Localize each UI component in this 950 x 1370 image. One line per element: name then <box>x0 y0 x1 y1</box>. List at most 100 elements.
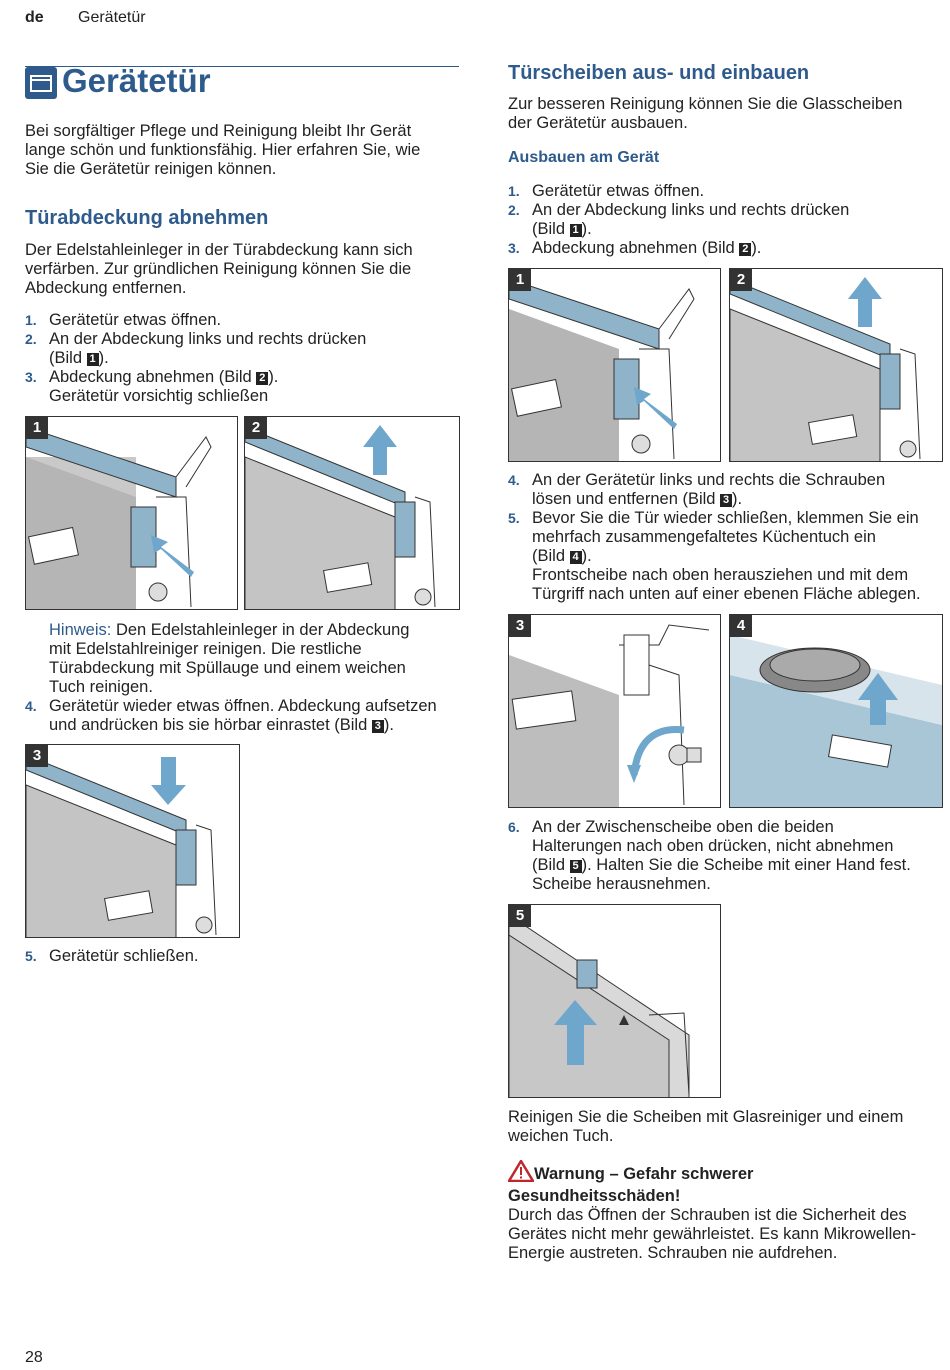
section-intro: Der Edelstahleinleger in der Türabdeckun… <box>25 241 413 298</box>
figure-label: 5 <box>509 905 531 927</box>
figure-label: 1 <box>509 269 531 291</box>
step-number: 1. <box>25 312 37 328</box>
section-title: Türabdeckung abnehmen <box>25 207 269 229</box>
illustration-remove-cover <box>730 277 921 461</box>
figure-2-left: 2 <box>244 416 460 610</box>
step-text: An der Zwischenscheibe oben die beiden <box>532 818 834 836</box>
illustration-press-cover <box>509 278 695 461</box>
step-text: ). <box>732 490 743 508</box>
step-text: Gerätetür wieder etwas öffnen. Abdeckung… <box>49 697 437 715</box>
figure-ref: 3 <box>371 720 384 733</box>
figure-5-right: 5 <box>508 904 721 1098</box>
warning-block: Warnung – Gefahr schwerer Gesundheitssch… <box>506 1158 948 1263</box>
step-text-cont: mehrfach zusammengefaltetes Küchentuch e… <box>532 528 876 546</box>
figure-label: 1 <box>26 417 48 439</box>
step-number: 4. <box>25 698 37 714</box>
step-number: 3. <box>508 240 520 256</box>
right-subtitle: Ausbauen am Gerät <box>508 149 660 166</box>
step-text-cont: Gerätetür vorsichtig schließen <box>49 387 269 405</box>
figure-1-left: 1 <box>25 416 238 610</box>
right-steps-list: 1. Gerätetür etwas öffnen. 2. An der Abd… <box>508 182 948 258</box>
figure-label: 3 <box>509 615 531 637</box>
cleaning-line: Reinigen Sie die Scheiben mit Glasreinig… <box>508 1108 904 1126</box>
step-number: 3. <box>25 369 37 385</box>
step-text: An der Abdeckung links und rechts drücke… <box>49 330 367 348</box>
figure-ref: 2 <box>739 243 752 256</box>
list-item: 1. Gerätetür etwas öffnen. <box>25 311 465 330</box>
list-item: 4. Gerätetür wieder etwas öffnen. Abdeck… <box>25 697 465 735</box>
list-item: 2. An der Abdeckung links und rechts drü… <box>508 201 948 239</box>
note-line: mit Edelstahlreiniger reinigen. Die rest… <box>49 640 362 658</box>
right-intro-line: der Gerätetür ausbauen. <box>508 114 688 132</box>
figure-ref: 1 <box>569 224 582 237</box>
warning-line: Gerätes nicht mehr gewährleistet. Es kan… <box>508 1225 917 1243</box>
illustration-intermediate-pane <box>509 914 690 1097</box>
cleaning-line: weichen Tuch. <box>508 1127 614 1145</box>
steps-list: 1. Gerätetür etwas öffnen. 2. An der Abd… <box>25 311 465 406</box>
step-number: 5. <box>25 948 37 964</box>
step-text: (Bild <box>49 349 87 367</box>
step-text-cont: Türgriff nach unten auf einer ebenen Flä… <box>532 585 921 603</box>
intro-paragraph: Bei sorgfältiger Pflege und Reinigung bl… <box>25 122 420 179</box>
figure-label: 4 <box>730 615 752 637</box>
step-text: Abdeckung abnehmen (Bild 2). <box>532 239 761 258</box>
note-line: Hinweis: Den Edelstahleinleger in der Ab… <box>49 621 469 640</box>
step-text: ). <box>98 349 109 367</box>
list-item: 1. Gerätetür etwas öffnen. <box>508 182 948 201</box>
step-text: (Bild <box>532 220 570 238</box>
list-item: 5. Bevor Sie die Tür wieder schließen, k… <box>508 509 948 604</box>
step-text: (Bild <box>532 856 570 874</box>
note-label: Hinweis: <box>49 621 112 639</box>
step-number: 2. <box>508 202 520 218</box>
step-text: An der Abdeckung links und rechts drücke… <box>532 201 850 219</box>
figure-label: 2 <box>730 269 752 291</box>
step-text-cont: Frontscheibe nach oben herausziehen und … <box>532 566 909 584</box>
note-line: Türabdeckung mit Spüllauge und einem wei… <box>49 659 406 677</box>
figure-ref: 3 <box>720 494 733 507</box>
section-intro-line: verfärben. Zur gründlichen Reinigung kön… <box>25 260 412 278</box>
warning-line: Energie austreten. Schrauben nie aufdreh… <box>508 1244 838 1262</box>
running-header-title: Gerätetür <box>78 9 146 26</box>
figure-2-right: 2 <box>729 268 943 462</box>
step-text: Gerätetür etwas öffnen. <box>532 182 705 200</box>
figure-label: 3 <box>26 745 48 767</box>
step-text: Abdeckung abnehmen (Bild <box>532 239 740 257</box>
section-intro-line: Abdeckung entfernen. <box>25 279 187 297</box>
warning-text: Durch das Öffnen der Schrauben ist die S… <box>508 1206 948 1263</box>
step-number: 5. <box>508 510 520 526</box>
figure-ref: 2 <box>256 372 269 385</box>
step-text: (Bild <box>532 547 570 565</box>
step-text-cont: (Bild 4). <box>532 547 592 566</box>
right-section-title: Türscheiben aus- und einbauen <box>508 62 810 84</box>
language-code: de <box>25 9 44 26</box>
figure-label: 2 <box>245 417 267 439</box>
note-text: Den Edelstahleinleger in der Abdeckung <box>111 621 410 639</box>
illustration-remove-cover <box>245 425 436 609</box>
warning-icon <box>506 1158 536 1187</box>
step-text: ). <box>751 239 762 257</box>
illustration-attach-cover <box>26 754 217 937</box>
step-text: und andrücken bis sie hörbar einrastet (… <box>49 716 372 734</box>
cleaning-paragraph: Reinigen Sie die Scheiben mit Glasreinig… <box>508 1108 903 1146</box>
section-intro-line: Der Edelstahleinleger in der Türabdeckun… <box>25 241 413 259</box>
step-text: Gerätetür etwas öffnen. <box>49 311 222 329</box>
list-item: 2. An der Abdeckung links und rechts drü… <box>25 330 465 368</box>
list-item: 4. An der Gerätetür links und rechts die… <box>508 471 948 509</box>
step-text: ). <box>581 547 592 565</box>
illustration-pull-front-glass <box>730 635 942 807</box>
step-number: 1. <box>508 183 520 199</box>
door-icon <box>25 67 57 99</box>
figure-1-right: 1 <box>508 268 721 462</box>
step-text-cont: lösen und entfernen (Bild 3). <box>532 490 742 509</box>
step-number: 2. <box>25 331 37 347</box>
step-text: An der Gerätetür links und rechts die Sc… <box>532 471 886 489</box>
figure-4-right: 4 <box>729 614 943 808</box>
step-text-cont: und andrücken bis sie hörbar einrastet (… <box>49 716 394 735</box>
warning-title: Warnung – Gefahr schwerer <box>506 1158 948 1187</box>
intro-line: Bei sorgfältiger Pflege und Reinigung bl… <box>25 122 412 140</box>
list-item: 3. Abdeckung abnehmen (Bild 2). Gerätetü… <box>25 368 465 406</box>
title-rule <box>25 66 459 67</box>
note-line: Tuch reinigen. <box>49 678 153 696</box>
step-text: lösen und entfernen (Bild <box>532 490 721 508</box>
list-item: 3. Abdeckung abnehmen (Bild 2). <box>508 239 948 258</box>
